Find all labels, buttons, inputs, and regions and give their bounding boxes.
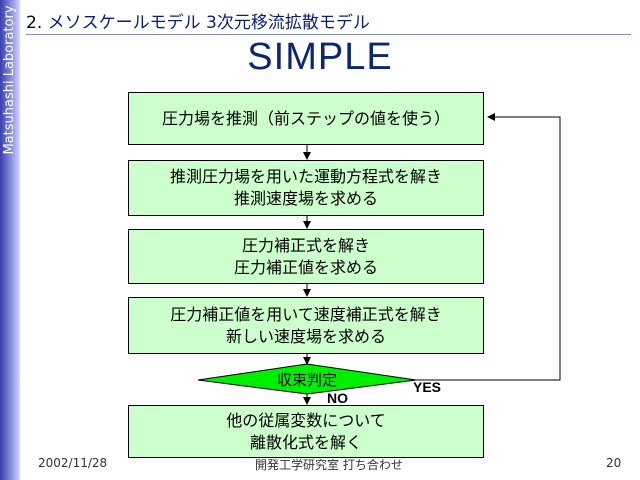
- step-4-line2: 新しい速度場を求める: [225, 326, 386, 346]
- step-1-text: 圧力場を推測（前ステップの値を使う）: [161, 108, 450, 128]
- step-box-1: 圧力場を推測（前ステップの値を使う）: [128, 92, 484, 145]
- step-5-line2: 離散化式を解く: [249, 432, 362, 452]
- step-box-2: 推測圧力場を用いた運動方程式を解き 推測速度場を求める: [128, 160, 484, 216]
- step-box-5: 他の従属変数について 離散化式を解く: [128, 405, 484, 458]
- decision-label: 収束判定: [276, 371, 337, 389]
- no-label: NO: [327, 390, 348, 406]
- step-4-line1: 圧力補正値を用いて速度補正式を解き: [170, 304, 442, 324]
- step-3-line1: 圧力補正式を解き: [241, 235, 370, 255]
- step-2-line1: 推測圧力場を用いた運動方程式を解き: [169, 167, 442, 186]
- section-header: 2. メソスケールモデル 3次元移流拡散モデル: [26, 8, 370, 33]
- step-5-line1: 他の従属変数について: [226, 410, 386, 430]
- footer-center: 開発工学研究室 打ち合わせ: [255, 458, 403, 472]
- section-number: 2.: [26, 13, 43, 33]
- loop-back-arrow: [416, 113, 561, 381]
- section-title: メソスケールモデル 3次元移流拡散モデル: [47, 13, 370, 33]
- page-number: 20: [606, 456, 622, 470]
- yes-label: YES: [413, 379, 442, 395]
- step-box-3: 圧力補正式を解き 圧力補正値を求める: [128, 229, 484, 284]
- step-3-line2: 圧力補正値を求める: [233, 257, 378, 277]
- sidebar-bar: Matsuhashi Laboratory: [0, 0, 20, 480]
- decision-diamond: [197, 363, 417, 395]
- footer-date: 2002/11/28: [38, 456, 108, 470]
- slide-title: SIMPLE: [247, 36, 393, 78]
- header-rule: [26, 34, 631, 35]
- step-box-4: 圧力補正値を用いて速度補正式を解き 新しい速度場を求める: [128, 297, 484, 354]
- step-2-line2: 推測速度場を求める: [233, 189, 378, 208]
